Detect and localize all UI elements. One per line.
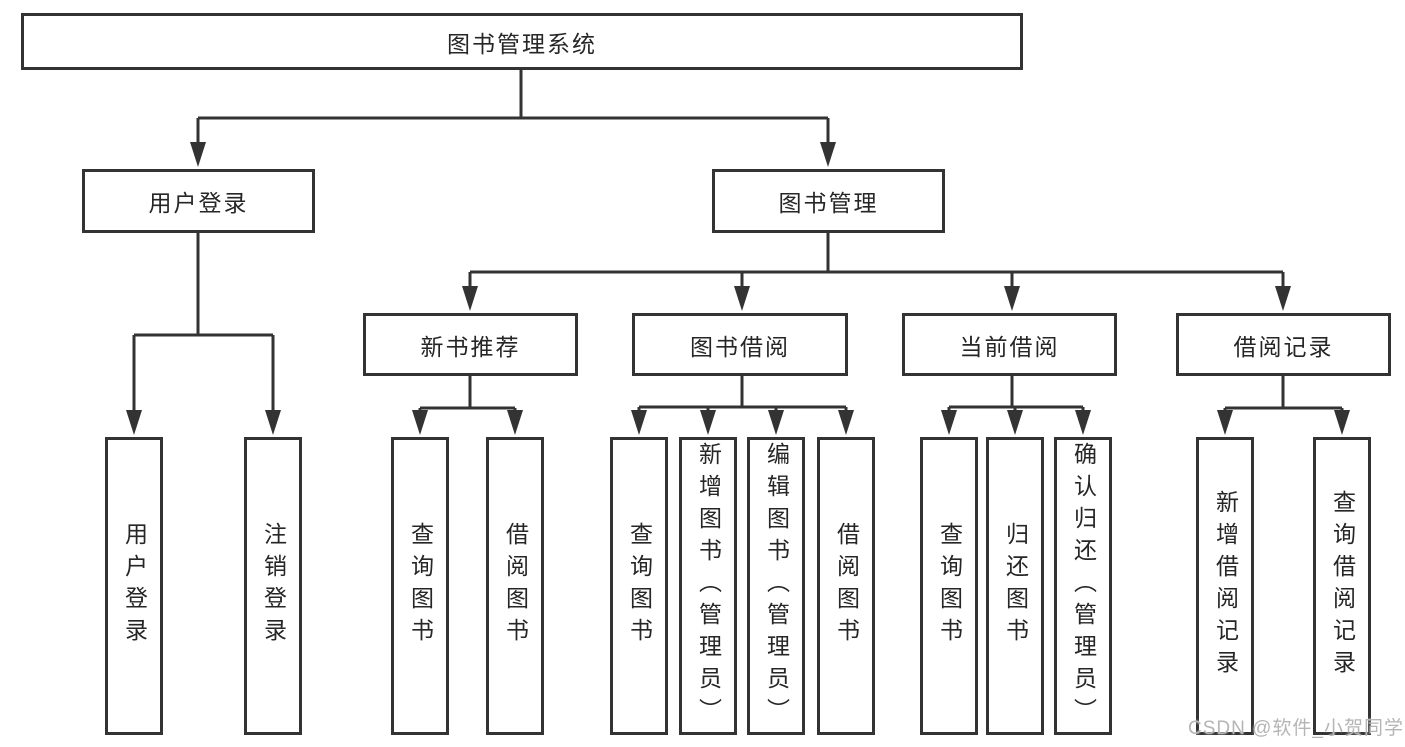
arrowhead-icon [412, 410, 428, 435]
edge-new-book-children [418, 375, 517, 414]
node-current-borrowing: 当前借阅 [902, 313, 1117, 376]
arrowhead-icon [820, 142, 836, 167]
node-label: 当前借阅 [959, 333, 1060, 360]
edge-user-login-children [132, 232, 275, 414]
arrow-heads [126, 142, 1350, 435]
arrowhead-icon [838, 410, 854, 435]
node-label: 借阅图书 [833, 522, 860, 650]
leaf-user-login: 用户登录 [105, 437, 163, 735]
arrowhead-icon [507, 410, 523, 435]
node-label: 新增图书（管理员） [695, 442, 722, 730]
arrowhead-icon [941, 410, 957, 435]
edge-book-borrow-children [637, 375, 848, 414]
node-label: 借阅图书 [502, 522, 529, 650]
arrowhead-icon [265, 410, 281, 435]
leaf-query-books-borrow: 查询图书 [610, 437, 668, 735]
leaf-add-book-admin: 新增图书（管理员） [679, 437, 737, 735]
node-label: 图书管理 [778, 190, 879, 216]
node-library-system: 图书管理系统 [21, 13, 1023, 70]
node-label: 注销登录 [260, 522, 287, 650]
leaf-confirm-return-admin: 确认归还（管理员） [1054, 437, 1112, 735]
arrowhead-icon [631, 410, 647, 435]
tree-edges [132, 70, 1344, 414]
node-label: 查询图书 [626, 522, 653, 650]
arrowhead-icon [1275, 286, 1291, 311]
leaf-borrow-books-recommend: 借阅图书 [486, 437, 544, 735]
csdn-watermark: CSDN @软件_小贺同学 [1188, 718, 1404, 739]
node-label: 新书推荐 [420, 333, 521, 360]
leaf-return-book: 归还图书 [986, 437, 1044, 735]
leaf-query-books-recommend: 查询图书 [391, 437, 449, 735]
edge-book-mgmt-to-level3 [468, 232, 1285, 290]
arrowhead-icon [734, 286, 750, 311]
node-label: 归还图书 [1002, 522, 1029, 650]
edge-borrow-record-children [1223, 375, 1344, 414]
node-new-book-recommend: 新书推荐 [363, 313, 578, 376]
arrowhead-icon [1334, 410, 1350, 435]
arrowhead-icon [126, 410, 142, 435]
node-label: 用户登录 [121, 522, 148, 650]
node-borrowing-records: 借阅记录 [1176, 313, 1391, 376]
node-label: 新增借阅记录 [1212, 490, 1239, 682]
node-book-borrowing: 图书借阅 [632, 313, 848, 376]
arrowhead-icon [1004, 286, 1020, 311]
node-label: 查询图书 [407, 522, 434, 650]
node-book-management: 图书管理 [712, 169, 945, 233]
node-label: 查询图书 [936, 522, 963, 650]
node-label: 图书管理系统 [447, 30, 597, 57]
edge-current-borrow-children [947, 375, 1085, 414]
arrowhead-icon [190, 142, 206, 167]
leaf-add-borrow-record: 新增借阅记录 [1196, 437, 1254, 735]
leaf-query-books-current: 查询图书 [920, 437, 978, 735]
arrowhead-icon [462, 286, 478, 311]
edge-root-to-level2 [196, 70, 830, 146]
node-label: 查询借阅记录 [1329, 490, 1356, 682]
node-user-login: 用户登录 [82, 169, 315, 233]
arrowhead-icon [1217, 410, 1233, 435]
node-label: 图书借阅 [690, 333, 790, 360]
node-label: 借阅记录 [1233, 333, 1334, 360]
node-label: 用户登录 [148, 190, 249, 216]
node-label: 确认归还（管理员） [1070, 442, 1097, 730]
arrowhead-icon [768, 410, 784, 435]
leaf-edit-book-admin: 编辑图书（管理员） [747, 437, 805, 735]
node-label: 编辑图书（管理员） [763, 442, 790, 730]
leaf-borrow-books: 借阅图书 [817, 437, 875, 735]
leaf-logout: 注销登录 [244, 437, 302, 735]
arrowhead-icon [1075, 410, 1091, 435]
arrowhead-icon [700, 410, 716, 435]
leaf-query-borrow-record: 查询借阅记录 [1313, 437, 1371, 735]
arrowhead-icon [1007, 410, 1023, 435]
